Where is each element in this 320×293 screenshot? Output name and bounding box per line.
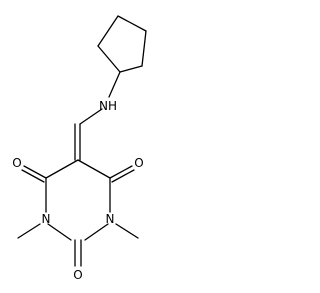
bond <box>97 45 121 73</box>
atom-label-o-left: O <box>12 156 21 170</box>
double-bond <box>111 169 135 183</box>
bond <box>141 30 147 67</box>
bond <box>84 223 109 241</box>
double-bond <box>23 165 47 179</box>
bond <box>47 223 72 241</box>
bond <box>108 71 121 98</box>
double-bond <box>21 169 45 183</box>
atom-label-nh: NH <box>99 99 117 113</box>
pyrimidine-ring <box>45 159 111 241</box>
atom-label-o-center: O <box>73 268 82 282</box>
bond <box>97 15 119 47</box>
methyl-groups <box>17 223 139 239</box>
bond <box>115 223 139 239</box>
cyclopentyl-ring <box>97 15 147 73</box>
double-bond <box>109 165 133 179</box>
bond <box>117 15 147 32</box>
bond <box>119 65 143 73</box>
structure-diagram: NH N N O O O <box>12 15 147 282</box>
atom-label-n-right: N <box>106 212 115 226</box>
carbonyl-groups <box>21 165 135 267</box>
amino-methylidene-linker <box>74 71 121 161</box>
bond <box>17 223 41 239</box>
bond <box>77 159 111 179</box>
atom-label-n-left: N <box>42 212 51 226</box>
atom-label-o-right: O <box>134 156 143 170</box>
bond <box>45 159 79 179</box>
bond <box>79 108 103 125</box>
